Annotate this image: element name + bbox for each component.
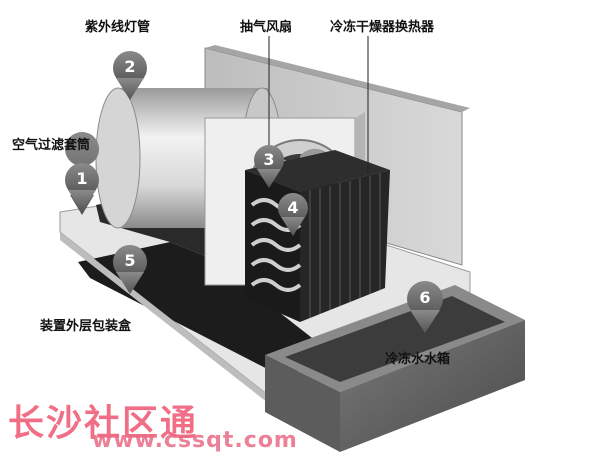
label-water-tank: 冷冻水水箱 <box>385 352 451 367</box>
watermark-site-name: 长沙社区通 <box>8 403 199 444</box>
marker-4-number: 4 <box>287 198 299 217</box>
marker-pin-3 <box>254 145 284 188</box>
label-exhaust-fan: 抽气风扇 <box>240 20 293 35</box>
label-air-filter-sleeve: 空气过滤套筒 <box>12 138 91 153</box>
marker-pin-6 <box>407 281 443 333</box>
back-wall-top-edge <box>205 45 470 112</box>
marker-pin-5 <box>113 245 147 294</box>
label-outer-box: 装置外层包装盒 <box>40 319 132 334</box>
marker-1-number: 1 <box>76 169 88 188</box>
leader-lines <box>268 36 369 175</box>
heat-exchanger-top <box>245 150 390 192</box>
marker-pin-1 <box>65 132 100 215</box>
label-uv-lamp: 紫外线灯管 <box>85 20 151 35</box>
water-tank-side <box>340 320 525 452</box>
marker-pin-2 <box>113 51 147 100</box>
water-tank-inner <box>285 296 505 382</box>
heat-exchanger-fins <box>309 173 381 318</box>
heat-exchanger-side <box>300 170 390 322</box>
marker-2-number: 2 <box>124 57 136 76</box>
outer-box-front-edge <box>60 232 300 428</box>
filter-cylinder-left-cap <box>95 87 141 229</box>
watermark-url: www.cssqt.com <box>92 428 298 453</box>
label-heat-exchanger: 冷冻干燥器换热器 <box>330 20 435 35</box>
marker-6-number: 6 <box>419 288 431 307</box>
marker-pin-4 <box>278 193 308 236</box>
marker-5-number: 5 <box>124 251 136 270</box>
water-tank-front <box>265 355 340 452</box>
marker-3-number: 3 <box>263 150 275 169</box>
